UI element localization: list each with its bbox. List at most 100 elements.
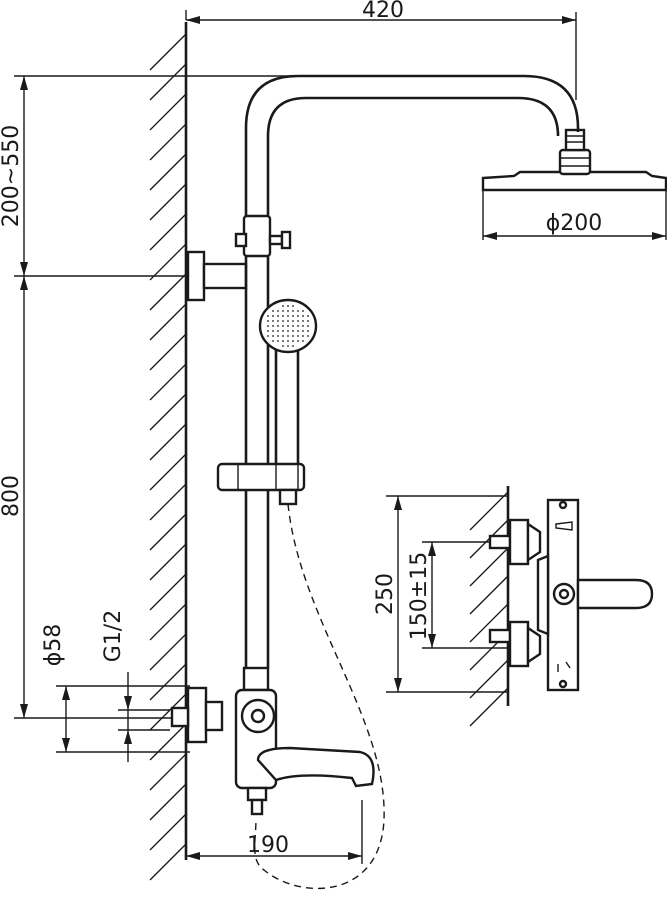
nozzle-dot: [302, 330, 304, 332]
nozzle-dot: [282, 325, 284, 327]
wall-hatch-line: [149, 123, 187, 161]
nozzle-dot: [292, 345, 294, 347]
nozzle-dot: [302, 335, 304, 337]
nozzle-dot: [292, 325, 294, 327]
wall-hatch-line: [149, 633, 187, 671]
nozzle-dot: [282, 330, 284, 332]
spout-projection-label: 190: [247, 833, 289, 858]
nozzle-dot: [277, 320, 279, 322]
bath-mixer: [170, 666, 375, 816]
wall-hatch-line: [149, 363, 187, 401]
nozzle-dot: [277, 335, 279, 337]
dimension-rail-height: 800: [0, 276, 186, 719]
wall-hatch-line: [149, 753, 187, 791]
wall-hatch-line: [149, 783, 187, 821]
nozzle-dot: [287, 325, 289, 327]
nozzle-dot: [292, 340, 294, 342]
height-range-label: 200~550: [0, 125, 24, 227]
nozzle-dot: [302, 320, 304, 322]
nozzle-dot: [292, 335, 294, 337]
wall-hatch-line: [149, 843, 187, 881]
nozzle-dot: [292, 330, 294, 332]
upper-connector: [186, 214, 292, 302]
nozzle-dot: [272, 320, 274, 322]
inlet-spacing-label: 150±15: [407, 552, 432, 640]
wall-hatch-line: [149, 603, 187, 641]
nozzle-dot: [292, 315, 294, 317]
nozzle-dot: [287, 345, 289, 347]
nozzle-dot: [287, 330, 289, 332]
mixer-side-view: 250 150±15: [373, 486, 654, 727]
wall-hatch-line: [149, 483, 187, 521]
wall-hatch-line: [149, 93, 187, 131]
shower-head: ϕ200: [481, 128, 667, 240]
nozzle-dot: [267, 320, 269, 322]
nozzle-dot: [287, 320, 289, 322]
nozzle-dot: [307, 315, 309, 317]
nozzle-dot: [282, 315, 284, 317]
nozzle-dot: [282, 340, 284, 342]
wall-hatch-line: [149, 693, 187, 731]
side-wall-hatch-line: [469, 547, 509, 587]
wall-hatch-line: [149, 393, 187, 431]
wall-hatch-line: [149, 453, 187, 491]
nozzle-dot: [302, 310, 304, 312]
wall-hatch-line: [149, 663, 187, 701]
nozzle-dot: [297, 325, 299, 327]
wall-hatch-line: [149, 213, 187, 251]
wall-hatch-line: [149, 183, 187, 221]
dimension-overall-width: 420: [185, 0, 577, 100]
nozzle-dot: [307, 330, 309, 332]
nozzle-dot: [272, 315, 274, 317]
wall-hatch-line: [149, 33, 187, 71]
nozzle-dot: [267, 330, 269, 332]
nozzle-dot: [267, 315, 269, 317]
mixer-height-label: 250: [373, 573, 398, 615]
wall-hatch-line: [149, 543, 187, 581]
nozzle-dot: [292, 305, 294, 307]
wall-hatch-line: [149, 573, 187, 611]
wall-hatch-line: [149, 243, 187, 281]
nozzle-dot: [277, 340, 279, 342]
flange-diameter-label: ϕ58: [41, 624, 66, 667]
nozzle-dot: [267, 335, 269, 337]
wall-hatch-line: [149, 333, 187, 371]
nozzle-dot: [282, 310, 284, 312]
hand-shower: [216, 298, 318, 506]
nozzle-dot: [282, 345, 284, 347]
nozzle-dot: [297, 330, 299, 332]
wall-hatch-line: [149, 723, 187, 761]
nozzle-dot: [297, 335, 299, 337]
thread-label: G1/2: [101, 610, 126, 662]
nozzle-dot: [302, 315, 304, 317]
nozzle-dot: [307, 320, 309, 322]
nozzle-dot: [277, 315, 279, 317]
nozzle-dot: [292, 320, 294, 322]
wall-hatch-line: [149, 63, 187, 101]
nozzle-dot: [277, 330, 279, 332]
wall-hatch-line: [149, 273, 187, 311]
nozzle-dot: [277, 325, 279, 327]
wall-hatch-line: [149, 153, 187, 191]
nozzle-dot: [297, 340, 299, 342]
nozzle-dot: [287, 335, 289, 337]
dimension-thread: G1/2: [101, 610, 170, 762]
nozzle-dot: [282, 320, 284, 322]
wall-hatch-line: [149, 303, 187, 341]
nozzle-dot: [287, 310, 289, 312]
head-diameter-label: ϕ200: [546, 211, 603, 236]
dimension-height-range: 200~550: [0, 75, 300, 277]
shower-hose: [254, 503, 385, 890]
dimension-spout: 190: [186, 800, 363, 864]
nozzle-dot: [267, 325, 269, 327]
nozzle-dot: [297, 315, 299, 317]
side-wall-hatch-line: [469, 603, 509, 643]
overall-width-label: 420: [362, 0, 404, 23]
dimension-flange: ϕ58: [41, 624, 190, 753]
side-wall-hatch-line: [469, 491, 509, 531]
nozzle-dot: [302, 325, 304, 327]
nozzle-dot: [287, 340, 289, 342]
shower-arm: [244, 74, 580, 218]
nozzle-dot: [272, 335, 274, 337]
